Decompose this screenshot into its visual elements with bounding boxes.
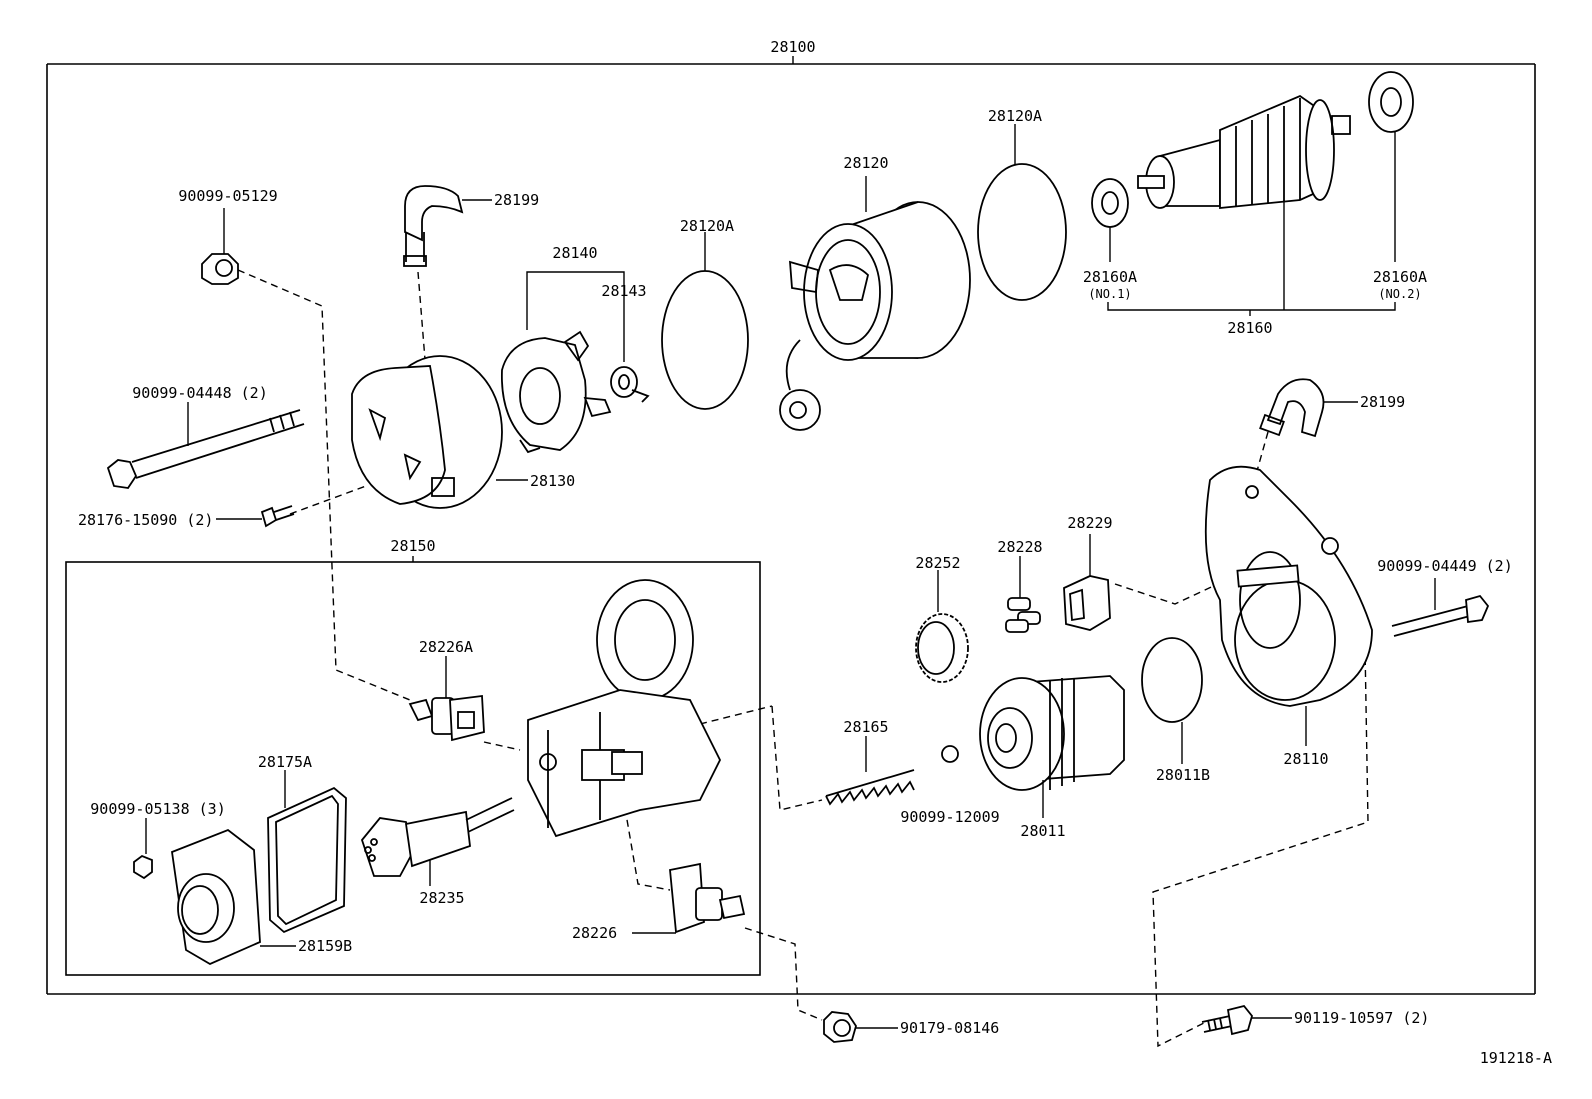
clutch-part-28229 [1063,534,1111,631]
bearing-28160a-no2 [1368,71,1414,262]
label-28226a: 28226A [419,638,473,656]
label-28199-right: 28199 [1360,393,1405,411]
label-90099-05129: 90099-05129 [178,187,277,205]
bracket-28160 [1107,302,1396,316]
subassembly-frame-28150 [65,556,761,976]
gear-28252 [915,570,969,683]
label-28228: 28228 [997,538,1042,556]
label-28229: 28229 [1067,514,1112,532]
label-28165: 28165 [843,718,888,736]
label-28140: 28140 [552,244,597,262]
nut-90099-05138 [133,818,153,880]
nut-90179-08146 [823,1011,898,1043]
label-28160a-no1: 28160A [1083,268,1137,286]
gasket-28175a [267,770,347,934]
label-90119-10597: 90119-10597 (2) [1294,1009,1429,1027]
assembly-label: 28100 [770,38,815,56]
label-28175a: 28175A [258,753,312,771]
label-28226: 28226 [572,924,617,942]
armature-28160 [1137,94,1351,310]
label-90099-04448: 90099-04448 (2) [132,384,267,402]
label-28011b: 28011B [1156,766,1210,784]
terminal-28226 [632,862,746,934]
through-bolt-90099-04448 [106,402,305,489]
label-28110: 28110 [1283,750,1328,768]
label-28160: 28160 [1227,319,1272,337]
label-no1: (NO.1) [1088,287,1131,301]
rollers-28228 [1005,556,1041,633]
label-28252: 28252 [915,554,960,572]
subassembly-label: 28150 [390,537,435,555]
label-28199-top: 28199 [494,191,539,209]
label-28176-15090: 28176-15090 (2) [78,511,213,529]
grommet-28199-top [403,185,492,267]
magnetic-switch-housing [527,579,722,838]
label-28120: 28120 [843,154,888,172]
o-ring-28120a-left [661,232,749,410]
label-90179-08146: 90179-08146 [900,1019,999,1037]
plunger-28235 [360,797,515,886]
bearing-28160a-no1 [1091,178,1129,262]
label-28120a-right: 28120A [988,107,1042,125]
label-28011: 28011 [1020,822,1065,840]
diagram-id: 191218-A [1480,1049,1552,1067]
o-ring-28120a-right [977,124,1067,301]
bolt-90099-04449 [1391,578,1490,637]
bearing-28143 [610,366,650,403]
label-28120a-left: 28120A [680,217,734,235]
assembly-frame-28100 [46,56,1536,995]
screw-28176-15090 [216,505,295,528]
nut-90099-05129 [201,208,239,285]
grommet-28199-right [1259,378,1358,438]
label-no2: (NO.2) [1378,287,1421,301]
label-28235: 28235 [419,889,464,907]
terminal-28226a [408,656,485,742]
cover-28159b [171,828,296,966]
ring-28011b [1141,637,1203,764]
bolt-90119-10597 [1201,1004,1292,1036]
ball-90099-12009 [941,745,959,763]
label-28143: 28143 [601,282,646,300]
starter-clutch-28011 [979,675,1125,818]
housing-28110 [1204,465,1373,746]
label-90099-12009: 90099-12009 [900,808,999,826]
spring-28165 [825,736,915,806]
label-28160a-no2: 28160A [1373,268,1427,286]
yoke-28120 [779,176,971,431]
brush-holder-28140 [501,271,625,454]
label-90099-05138: 90099-05138 (3) [90,800,225,818]
label-28159b: 28159B [298,937,352,955]
label-28130: 28130 [530,472,575,490]
label-90099-04449: 90099-04449 (2) [1377,557,1512,575]
end-frame-28130 [351,355,528,509]
